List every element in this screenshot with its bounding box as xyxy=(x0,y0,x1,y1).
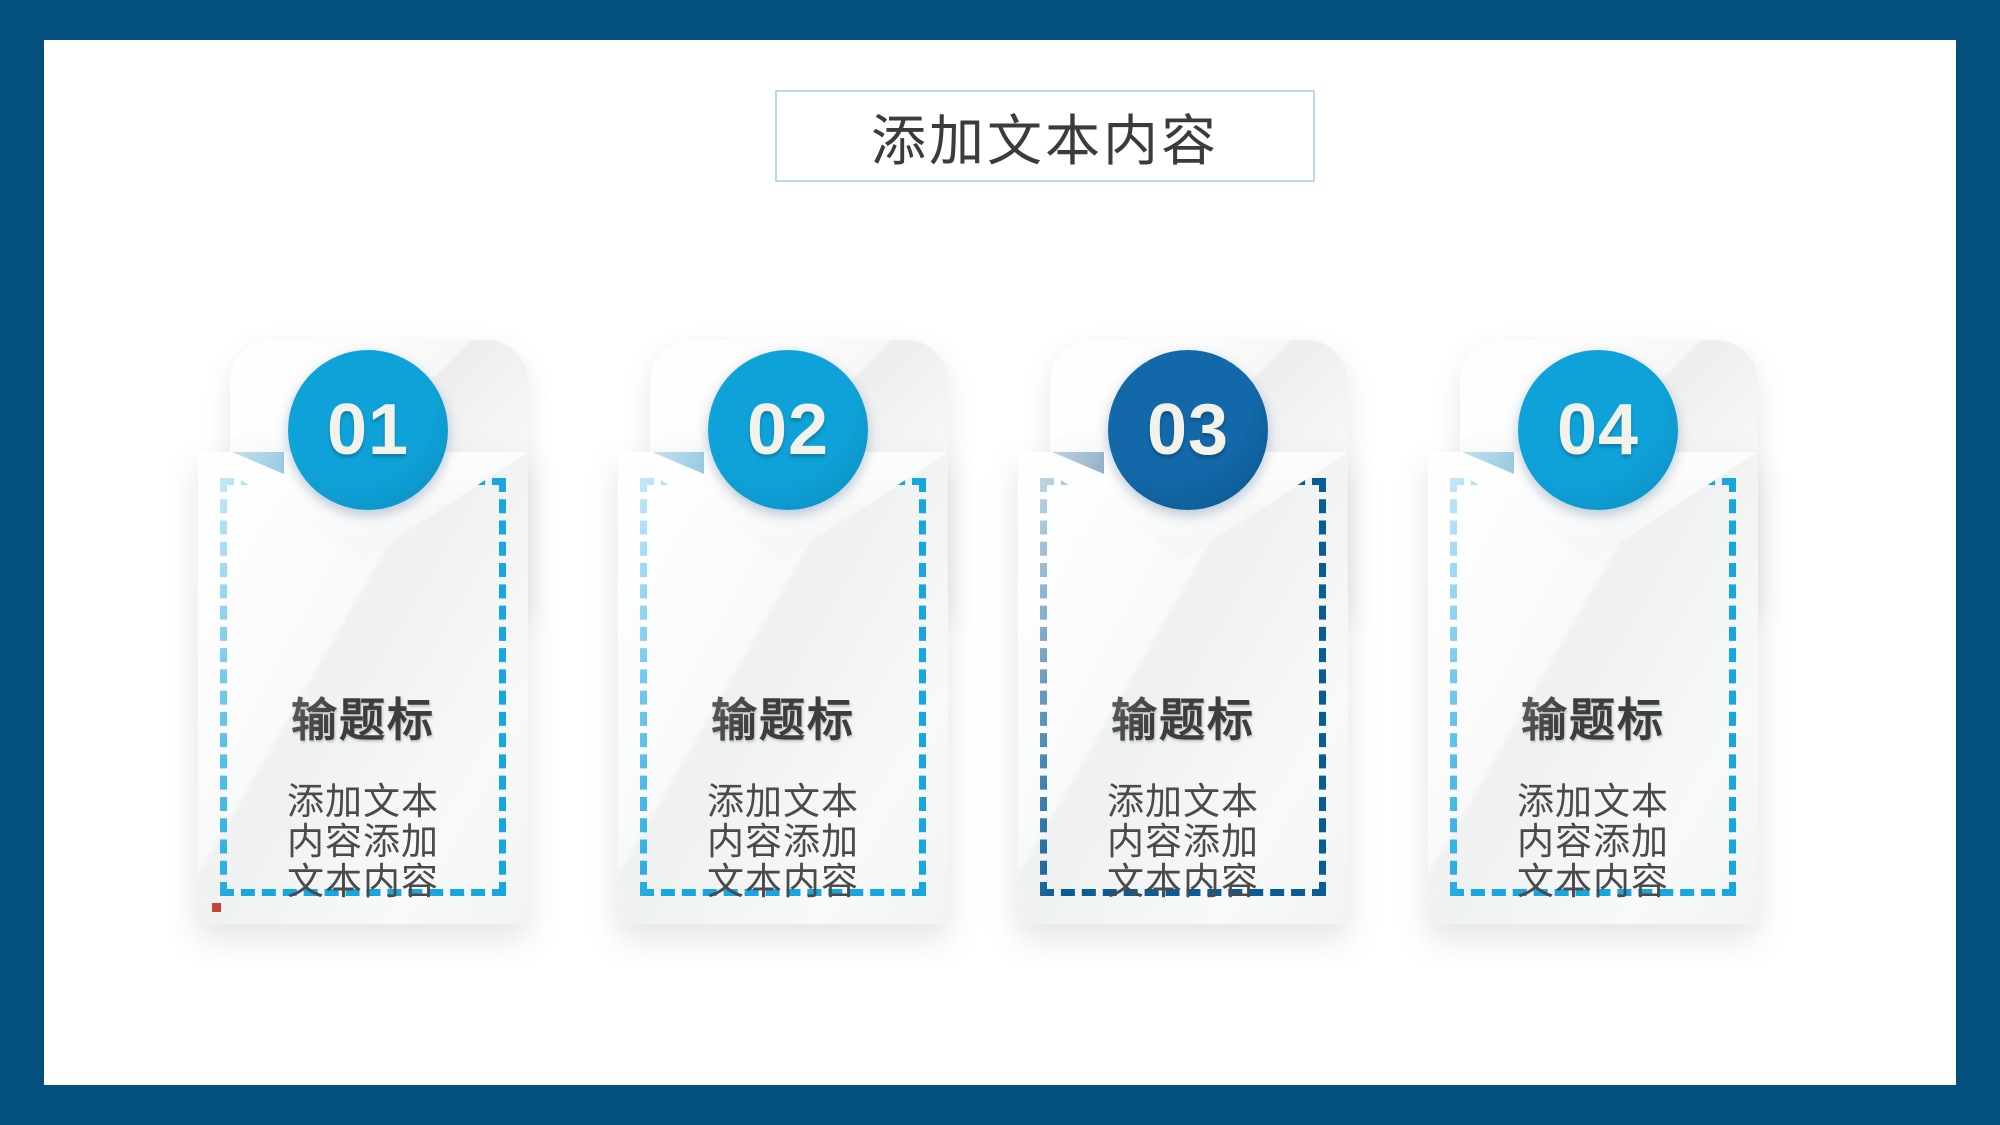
card-body-text: 添加文本 内容添加 文本内容 xyxy=(198,782,528,902)
card-number-badge: 03 xyxy=(1108,350,1268,510)
card-body-line: 文本内容 xyxy=(1517,860,1669,902)
card-body-text: 添加文本 内容添加 文本内容 xyxy=(1428,782,1758,902)
card-body-line: 添加文本 xyxy=(1517,781,1669,822)
card-number-label: 04 xyxy=(1556,390,1640,470)
card-body-line: 内容添加 xyxy=(287,820,439,862)
slide-canvas: 添加文本内容 输题标 添加文本 内容添加 文本内容 xyxy=(44,40,1956,1085)
card-row: 输题标 添加文本 内容添加 文本内容 01 xyxy=(44,340,1956,960)
card-body-line: 文本内容 xyxy=(1107,860,1259,902)
card-body-line: 内容添加 xyxy=(707,820,859,862)
card-title: 输题标 xyxy=(291,694,435,746)
info-card[interactable]: 输题标 添加文本 内容添加 文本内容 03 xyxy=(1004,340,1404,960)
card-body-line: 添加文本 xyxy=(1107,781,1259,822)
card-body-text: 添加文本 内容添加 文本内容 xyxy=(618,782,948,902)
card-body-line: 文本内容 xyxy=(287,860,439,902)
card-envelope: 输题标 添加文本 内容添加 文本内容 xyxy=(1018,452,1348,924)
card-body-line: 内容添加 xyxy=(1107,820,1259,862)
card-number-badge: 04 xyxy=(1518,350,1678,510)
info-card[interactable]: 输题标 添加文本 内容添加 文本内容 04 xyxy=(1414,340,1814,960)
slide-title-box: 添加文本内容 xyxy=(775,90,1315,182)
card-body-text: 添加文本 内容添加 文本内容 xyxy=(1018,782,1348,902)
card-body-line: 内容添加 xyxy=(1517,820,1669,862)
card-title: 输题标 xyxy=(1111,694,1255,746)
card-title: 输题标 xyxy=(1521,694,1665,746)
card-body-line: 文本内容 xyxy=(707,860,859,902)
card-envelope: 输题标 添加文本 内容添加 文本内容 xyxy=(1428,452,1758,924)
card-body-line: 添加文本 xyxy=(287,781,439,822)
card-number-badge: 01 xyxy=(288,350,448,510)
card-title: 输题标 xyxy=(711,694,855,746)
card-number-label: 03 xyxy=(1146,390,1230,470)
card-number-label: 02 xyxy=(746,390,830,470)
card-number-badge: 02 xyxy=(708,350,868,510)
page-title: 添加文本内容 xyxy=(870,110,1219,172)
card-envelope: 输题标 添加文本 内容添加 文本内容 xyxy=(618,452,948,924)
decorative-speck xyxy=(212,903,221,912)
info-card[interactable]: 输题标 添加文本 内容添加 文本内容 02 xyxy=(604,340,1004,960)
card-envelope: 输题标 添加文本 内容添加 文本内容 xyxy=(198,452,528,924)
card-body-line: 添加文本 xyxy=(707,781,859,822)
info-card[interactable]: 输题标 添加文本 内容添加 文本内容 01 xyxy=(184,340,584,960)
card-number-label: 01 xyxy=(326,390,410,470)
